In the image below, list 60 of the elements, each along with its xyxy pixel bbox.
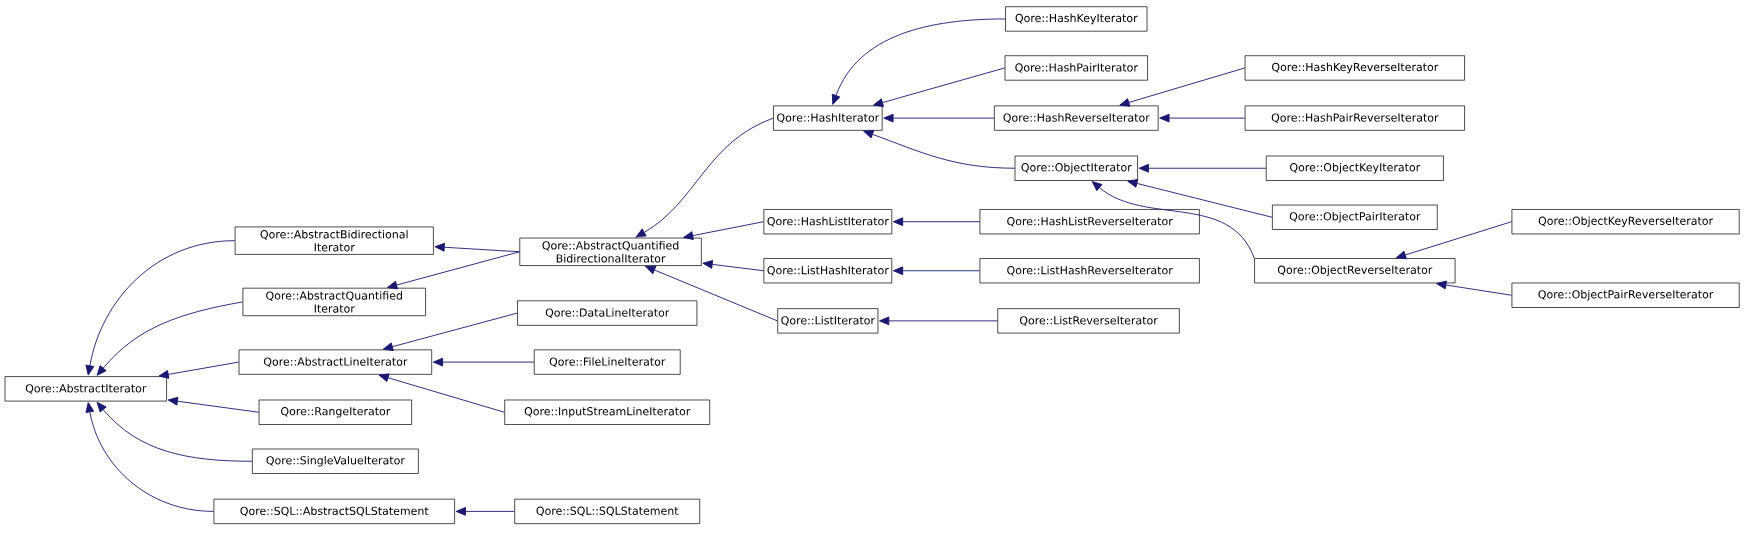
arrow xyxy=(1127,179,1273,218)
arrow xyxy=(85,402,214,513)
arrow xyxy=(1091,181,1255,259)
arrow xyxy=(1395,221,1512,260)
class-box: Qore::ListIterator xyxy=(777,308,879,334)
arrow xyxy=(455,507,515,516)
class-box: Qore::InputStreamLineIterator xyxy=(504,399,711,426)
arrow xyxy=(1436,280,1512,296)
arrow xyxy=(167,397,260,413)
class-box: Qore::AbstractLineIterator xyxy=(238,349,433,375)
arrow xyxy=(831,18,1006,106)
arrow xyxy=(96,301,243,376)
arrow xyxy=(879,316,998,326)
class-box: Qore::HashListReverseIterator xyxy=(979,209,1200,235)
class-box: Qore::HashListIterator xyxy=(763,209,893,235)
arrow xyxy=(872,67,1006,108)
class-box: Qore::AbstractBidirectional Iterator xyxy=(234,226,434,255)
arrow xyxy=(702,260,764,272)
class-box: Qore::SQL::SQLStatement xyxy=(514,499,701,525)
arrow xyxy=(645,266,778,322)
class-box: Qore::ObjectPairReverseIterator xyxy=(1511,282,1740,309)
class-box: Qore::ObjectIterator xyxy=(1014,155,1138,182)
class-box: Qore::SingleValueIterator xyxy=(252,448,419,475)
class-box: Qore::FileLineIterator xyxy=(533,349,681,375)
class-box: Qore::SQL::AbstractSQLStatement xyxy=(213,499,455,525)
arrow xyxy=(96,402,253,462)
arrow xyxy=(85,240,236,376)
class-box: Qore::HashReverseIterator xyxy=(994,105,1159,131)
arrow xyxy=(387,251,520,290)
class-box: Qore::HashIterator xyxy=(773,105,883,131)
class-box: Qore::ObjectKeyIterator xyxy=(1265,155,1444,182)
arrow xyxy=(892,266,980,276)
arrow xyxy=(432,357,535,367)
class-box: Qore::HashKeyIterator xyxy=(1005,6,1148,32)
class-box: Qore::HashPairIterator xyxy=(1004,55,1148,81)
class-box: Qore::AbstractQuantified BidirectionalIterator xyxy=(519,237,702,267)
class-box: Qore::ListHashReverseIterator xyxy=(979,258,1200,284)
arrow xyxy=(892,217,980,227)
class-box: Qore::ObjectKeyReverseIterator xyxy=(1511,209,1740,235)
arrow xyxy=(682,221,764,241)
arrow xyxy=(1119,67,1246,107)
class-box: Qore::AbstractIterator xyxy=(4,376,167,402)
class-box: Qore::HashKeyReverseIterator xyxy=(1244,55,1465,81)
arrow xyxy=(378,373,505,413)
class-box: Qore::DataLineIterator xyxy=(517,300,698,326)
class-box: Qore::ListReverseIterator xyxy=(997,308,1180,334)
arrow xyxy=(883,113,995,123)
arrow xyxy=(635,117,774,238)
arrow xyxy=(158,361,240,379)
arrow xyxy=(382,312,518,352)
arrow xyxy=(1138,164,1267,173)
arrow xyxy=(863,130,1016,169)
class-box: Qore::HashPairReverseIterator xyxy=(1244,105,1465,131)
class-box: Qore::ObjectReverseIterator xyxy=(1254,258,1456,284)
class-box: Qore::ListHashIterator xyxy=(763,258,893,284)
class-box: Qore::AbstractQuantified Iterator xyxy=(242,288,426,317)
class-box: Qore::ObjectPairIterator xyxy=(1272,204,1438,231)
class-box: Qore::RangeIterator xyxy=(258,399,413,426)
arrow xyxy=(1159,113,1246,123)
arrow xyxy=(434,243,520,253)
